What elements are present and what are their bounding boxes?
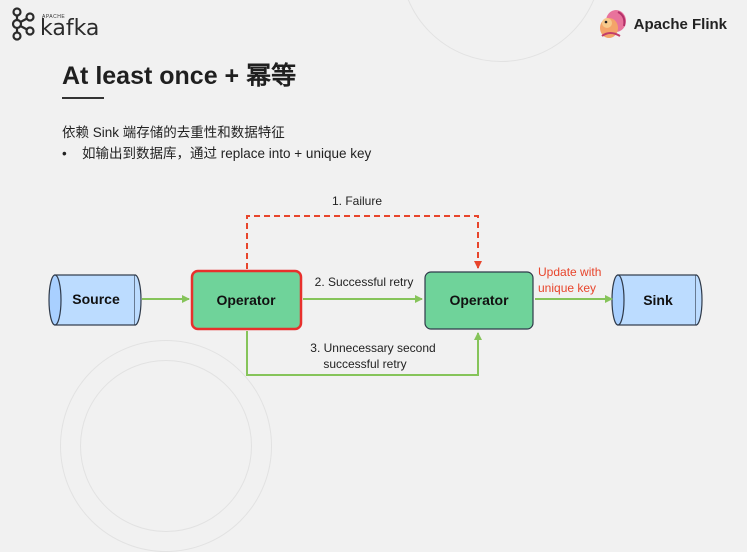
failure-arrow	[246, 215, 482, 269]
bullet-item: • 如输出到数据库，通过 replace into + unique key	[62, 142, 371, 162]
update-label-line1: Update with	[538, 265, 601, 279]
bullet-marker: •	[62, 146, 67, 161]
operator-right-label: Operator	[449, 292, 509, 308]
operator-left-label: Operator	[216, 292, 276, 308]
sink-label: Sink	[643, 292, 673, 308]
kafka-icon	[11, 7, 35, 41]
kafka-tagline: APACHE	[42, 14, 66, 20]
second-retry-arrow	[246, 331, 482, 376]
failure-label: 1. Failure	[332, 194, 382, 208]
flink-squirrel-icon	[599, 10, 626, 38]
title-divider	[62, 97, 104, 99]
source-label: Source	[72, 291, 120, 307]
source-node: Source	[48, 274, 142, 326]
flink-wordmark: Apache Flink	[633, 15, 727, 33]
sink-node: Sink	[611, 274, 703, 326]
operator-right-node: Operator	[424, 271, 534, 330]
retry-label: 2. Successful retry	[315, 275, 414, 289]
bullet-text: 如输出到数据库，通过 replace into + unique key	[82, 146, 372, 161]
kafka-logo: APACHE kafka	[8, 6, 118, 42]
second-retry-label-line1: 3. Unnecessary second	[310, 341, 435, 355]
operator-left-node: Operator	[190, 269, 303, 331]
description-line: 依赖 Sink 端存储的去重性和数据特征	[62, 125, 285, 140]
slide-title: At least once + 幂等	[62, 62, 297, 90]
flow-diagram: Source Sink Operator Operator 1. Failure…	[48, 194, 703, 376]
flink-logo: Apache Flink	[596, 6, 727, 42]
kafka-wordmark: kafka	[40, 16, 100, 41]
update-label-line2: unique key	[538, 281, 596, 295]
second-retry-label-line2: successful retry	[323, 357, 406, 371]
